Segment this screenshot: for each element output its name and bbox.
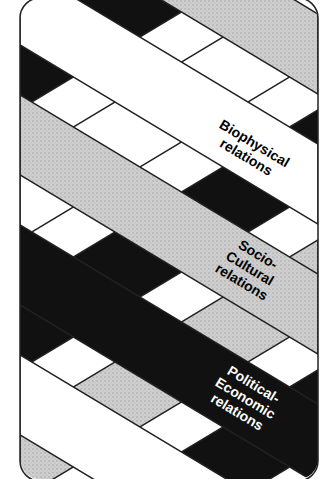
braid-diagram: Biophysical relationsSocio-Cultural rela… (0, 0, 326, 479)
